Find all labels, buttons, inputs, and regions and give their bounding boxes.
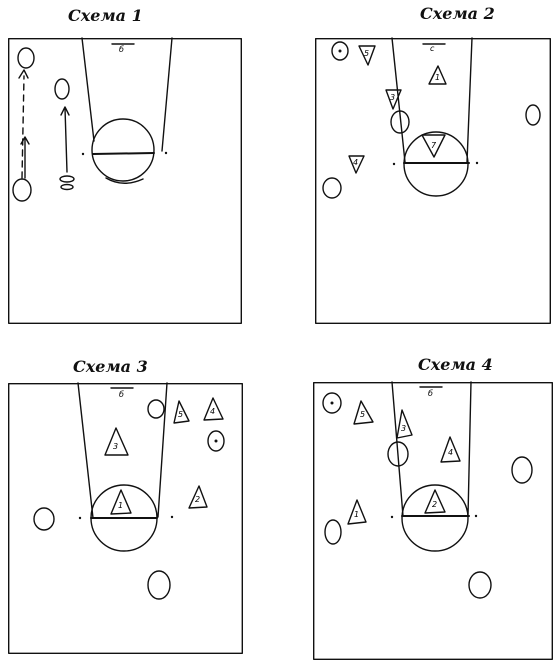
- mark-dot: [81, 152, 85, 156]
- circle-shading: [105, 177, 144, 184]
- svg-text:3: 3: [390, 93, 395, 102]
- player-triangle: 3: [385, 89, 402, 110]
- player-triangle: 4: [348, 155, 365, 174]
- player-circle: [207, 430, 225, 452]
- diagram-title-1: Схема 1: [68, 6, 143, 25]
- player-circle: [525, 104, 541, 126]
- player-triangle: 7: [421, 134, 446, 158]
- player-circle: [12, 178, 32, 202]
- court-diagram-1: б: [7, 37, 243, 325]
- free-throw-line: [92, 152, 155, 155]
- player-circle: [387, 441, 409, 467]
- svg-text:1: 1: [118, 501, 123, 510]
- ball-dot: [214, 439, 218, 443]
- svg-text:4: 4: [448, 448, 453, 457]
- diagram-title-4: Схема 4: [418, 355, 493, 374]
- mark-dot: [78, 516, 82, 520]
- svg-text:2: 2: [195, 495, 200, 504]
- svg-text:5: 5: [360, 410, 365, 419]
- svg-text:3: 3: [113, 442, 118, 451]
- svg-text:1: 1: [435, 73, 440, 82]
- player-circle: [331, 41, 349, 61]
- court-diagram-2: с 5 1 3 7 4: [314, 37, 552, 325]
- player-circle: [147, 399, 165, 419]
- lane-line-right: [467, 381, 472, 517]
- lane-line-right: [157, 382, 168, 518]
- mark-dot: [390, 515, 394, 519]
- basket-label: б: [119, 45, 124, 54]
- arrowhead: [20, 136, 30, 145]
- svg-text:5: 5: [364, 49, 369, 58]
- arrowhead: [18, 69, 29, 79]
- player-circle: [390, 110, 410, 134]
- svg-text:5: 5: [178, 410, 183, 419]
- player-triangle: 1: [347, 499, 367, 525]
- court-boundary: [314, 37, 552, 325]
- player-triangle: 5: [173, 400, 190, 424]
- basket-label: б: [428, 389, 433, 398]
- player-circle: [322, 392, 342, 414]
- svg-text:2: 2: [432, 500, 437, 509]
- arrowhead: [60, 106, 70, 116]
- player-circle: [54, 78, 70, 100]
- player-triangle: 3: [396, 409, 413, 439]
- player-circle: [468, 571, 492, 599]
- player-marker-small: [60, 183, 74, 191]
- player-triangle: 5: [353, 400, 374, 425]
- free-throw-circle: [91, 118, 155, 182]
- court-diagram-3: б 5 4 3 1 2: [7, 382, 244, 655]
- player-circle: [322, 177, 342, 199]
- lane-line-left: [391, 381, 404, 517]
- dashed-move-arrow: [21, 75, 25, 179]
- player-triangle: 4: [203, 397, 224, 421]
- player-circle: [147, 570, 171, 600]
- player-marker-small: [59, 175, 75, 183]
- basket-label: с: [430, 44, 435, 53]
- court-diagram-4: б 5 3 4 1 2: [312, 381, 554, 661]
- ball-dot: [338, 49, 342, 53]
- player-triangle: 1: [428, 65, 447, 85]
- svg-text:1: 1: [354, 510, 359, 519]
- svg-text:4: 4: [210, 407, 215, 416]
- move-arrow: [64, 107, 68, 173]
- svg-text:7: 7: [431, 141, 437, 150]
- mark-dot: [170, 515, 174, 519]
- ball-dot: [330, 401, 334, 405]
- lane-line-left: [391, 37, 406, 163]
- player-triangle: 2: [424, 489, 446, 514]
- diagram-title-2: Схема 2: [420, 4, 495, 23]
- court-boundary: [7, 382, 244, 655]
- diagram-title-3: Схема 3: [73, 357, 148, 376]
- player-triangle: 1: [110, 489, 132, 515]
- svg-text:3: 3: [401, 424, 406, 433]
- lane-line-left: [81, 37, 95, 142]
- mark-dot: [392, 162, 396, 166]
- free-throw-circle: [401, 484, 469, 552]
- player-circle: [17, 47, 35, 69]
- lane-line-left: [77, 382, 94, 519]
- court-boundary: [312, 381, 554, 661]
- player-circle: [511, 456, 533, 484]
- player-circle: [33, 507, 55, 531]
- basket-label: б: [119, 390, 124, 399]
- court-boundary: [7, 37, 243, 325]
- player-circle: [324, 519, 342, 545]
- mark-dot: [164, 151, 168, 155]
- player-triangle: 5: [358, 45, 376, 66]
- svg-text:4: 4: [353, 158, 358, 167]
- mark-dot: [474, 514, 478, 518]
- mark-dot: [475, 161, 479, 165]
- player-triangle: 2: [188, 485, 208, 509]
- lane-line-right: [466, 37, 473, 163]
- player-triangle: 4: [440, 436, 461, 463]
- lane-line-right: [161, 37, 173, 152]
- player-triangle: 3: [104, 427, 129, 456]
